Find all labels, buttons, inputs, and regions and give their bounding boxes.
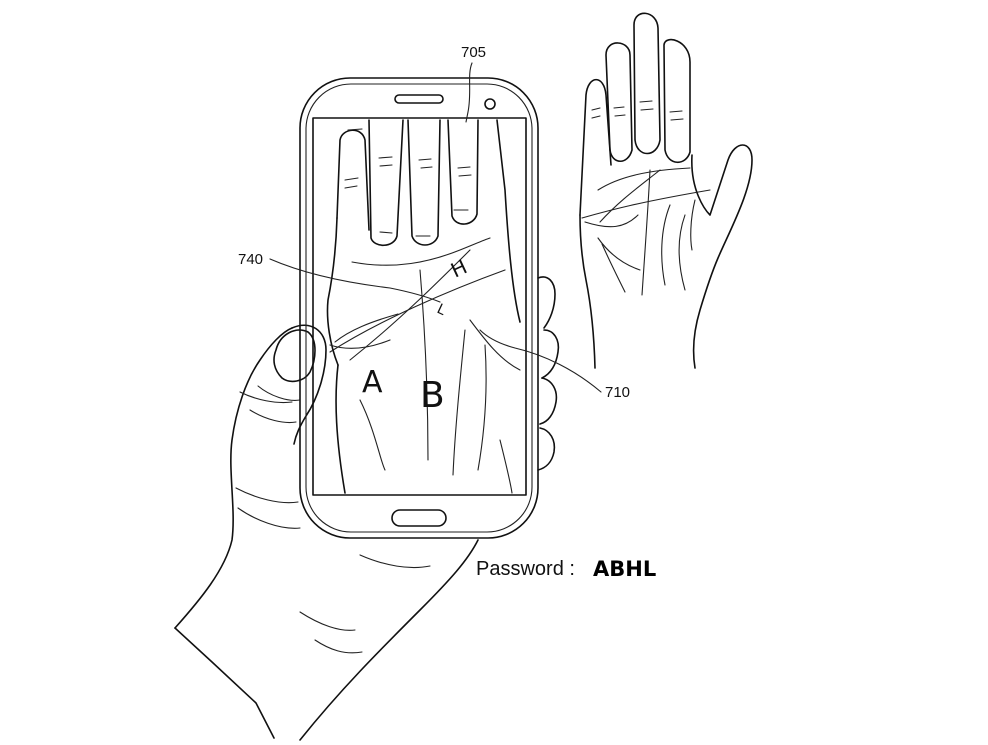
palm-letter-b: B: [420, 375, 445, 416]
ref-label-710: 710: [605, 384, 630, 401]
leader-line-705: [465, 62, 473, 123]
palm-letter-l: L: [434, 301, 448, 319]
palm-letter-h: H: [447, 254, 471, 282]
leader-line-740: [269, 258, 441, 303]
speaker-grille: [394, 94, 444, 104]
raised-hand: [579, 12, 753, 369]
front-camera: [484, 98, 496, 110]
phone-screen: [312, 117, 527, 496]
home-button[interactable]: [391, 509, 447, 527]
palm-letter-a: A: [362, 365, 383, 400]
leader-line-710: [479, 329, 602, 393]
password-value: ABHL: [593, 557, 656, 581]
password-caption: Password : ABHL: [476, 557, 656, 581]
ref-label-740: 740: [238, 251, 263, 268]
holding-hand: [174, 276, 560, 741]
password-label: Password :: [476, 558, 575, 580]
ref-label-705: 705: [461, 44, 486, 61]
palm-on-screen: H L A B: [326, 119, 521, 494]
reference-callouts: 705 740 710: [238, 44, 630, 401]
smartphone: [299, 77, 539, 539]
phone-bezel: [305, 83, 533, 533]
phone-body: [299, 77, 539, 539]
